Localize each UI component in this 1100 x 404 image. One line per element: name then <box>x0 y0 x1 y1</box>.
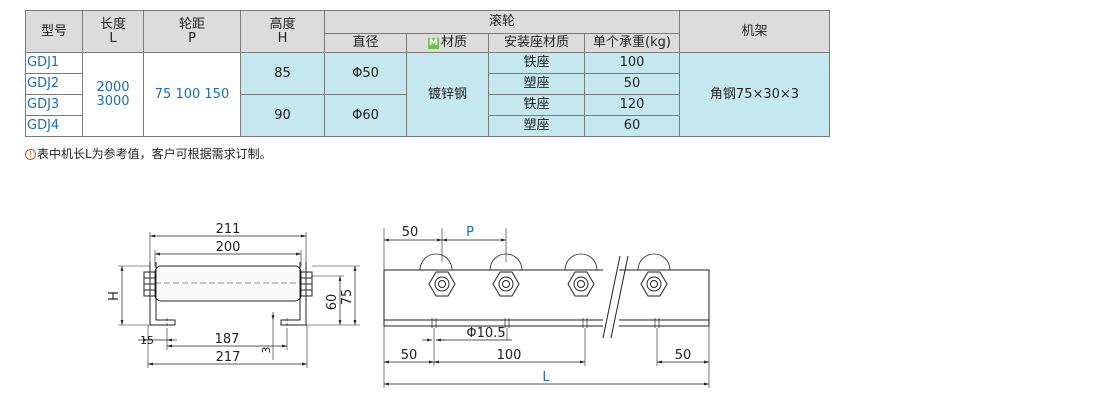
dim-overall-top: 211 <box>216 222 241 237</box>
dim-thickness: 3 <box>260 347 273 354</box>
pitch-cell: 75 100 150 <box>143 52 241 137</box>
roller-nut <box>564 253 598 297</box>
dim-hole: Φ10.5 <box>466 326 505 341</box>
mount-hole <box>504 318 510 328</box>
roller-nut <box>419 253 456 297</box>
dim-end-top: 50 <box>402 225 419 240</box>
roller-nut <box>489 253 523 297</box>
note-text: 表中机长L为参考值，客户可根据需求订制。 <box>37 147 272 161</box>
side-view <box>383 228 710 388</box>
model-cell[interactable]: GDJ1 <box>25 52 83 74</box>
header-roller: 滚轮 <box>324 10 680 34</box>
model-cell[interactable]: GDJ4 <box>25 115 83 137</box>
dim-end-left: 50 <box>401 348 418 363</box>
material-cell: 镀锌钢 <box>406 52 489 137</box>
info-icon: ! <box>25 149 36 160</box>
diameter-cell: Φ50 <box>324 52 407 95</box>
header-frame: 机架 <box>679 10 830 53</box>
material-badge-icon: M <box>427 38 439 49</box>
load-cell: 50 <box>584 73 680 95</box>
dim-height: H <box>107 291 122 301</box>
header-load: 单个承重(kg) <box>584 33 680 53</box>
dim-hole-span: 187 <box>215 332 240 347</box>
roller-nut <box>637 253 671 297</box>
mount-cell: 铁座 <box>488 94 585 116</box>
header-model: 型号 <box>25 10 83 53</box>
frame-cell: 角钢75×30×3 <box>679 52 830 137</box>
mount-cell: 铁座 <box>488 52 585 74</box>
dim-overall-bottom: 217 <box>216 350 241 365</box>
bracket-left <box>149 262 176 326</box>
dim-end-right: 50 <box>675 348 692 363</box>
front-view-labels: 211 200 H 60 75 15 187 217 3 <box>107 222 355 365</box>
dim-pitch-label: P <box>466 225 474 240</box>
mount-cell: 塑座 <box>488 115 585 137</box>
dim-side-75: 75 <box>340 289 355 306</box>
side-view-labels: 50 P Φ10.5 50 100 50 L <box>401 225 692 385</box>
diameter-cell: Φ60 <box>324 94 407 137</box>
table-note: !表中机长L为参考值，客户可根据需求订制。 <box>25 145 272 162</box>
dim-side-60: 60 <box>325 294 340 311</box>
roller-body <box>154 265 302 302</box>
model-cell[interactable]: GDJ3 <box>25 94 83 116</box>
load-cell: 60 <box>584 115 680 137</box>
dim-spacing: 100 <box>497 348 522 363</box>
break-mark <box>602 255 629 339</box>
header-mount-material: 安装座材质 <box>488 33 585 53</box>
bracket-right <box>280 262 307 326</box>
dim-flange: 15 <box>140 334 154 347</box>
mount-hole <box>582 318 588 328</box>
model-cell[interactable]: GDJ2 <box>25 73 83 95</box>
load-cell: 100 <box>584 52 680 74</box>
mount-hole <box>431 318 437 328</box>
mount-hole <box>654 318 660 328</box>
height-cell: 90 <box>240 94 325 137</box>
load-cell: 120 <box>584 94 680 116</box>
front-view <box>118 232 360 368</box>
dim-roller: 200 <box>216 240 241 255</box>
dim-length-label: L <box>542 370 550 385</box>
